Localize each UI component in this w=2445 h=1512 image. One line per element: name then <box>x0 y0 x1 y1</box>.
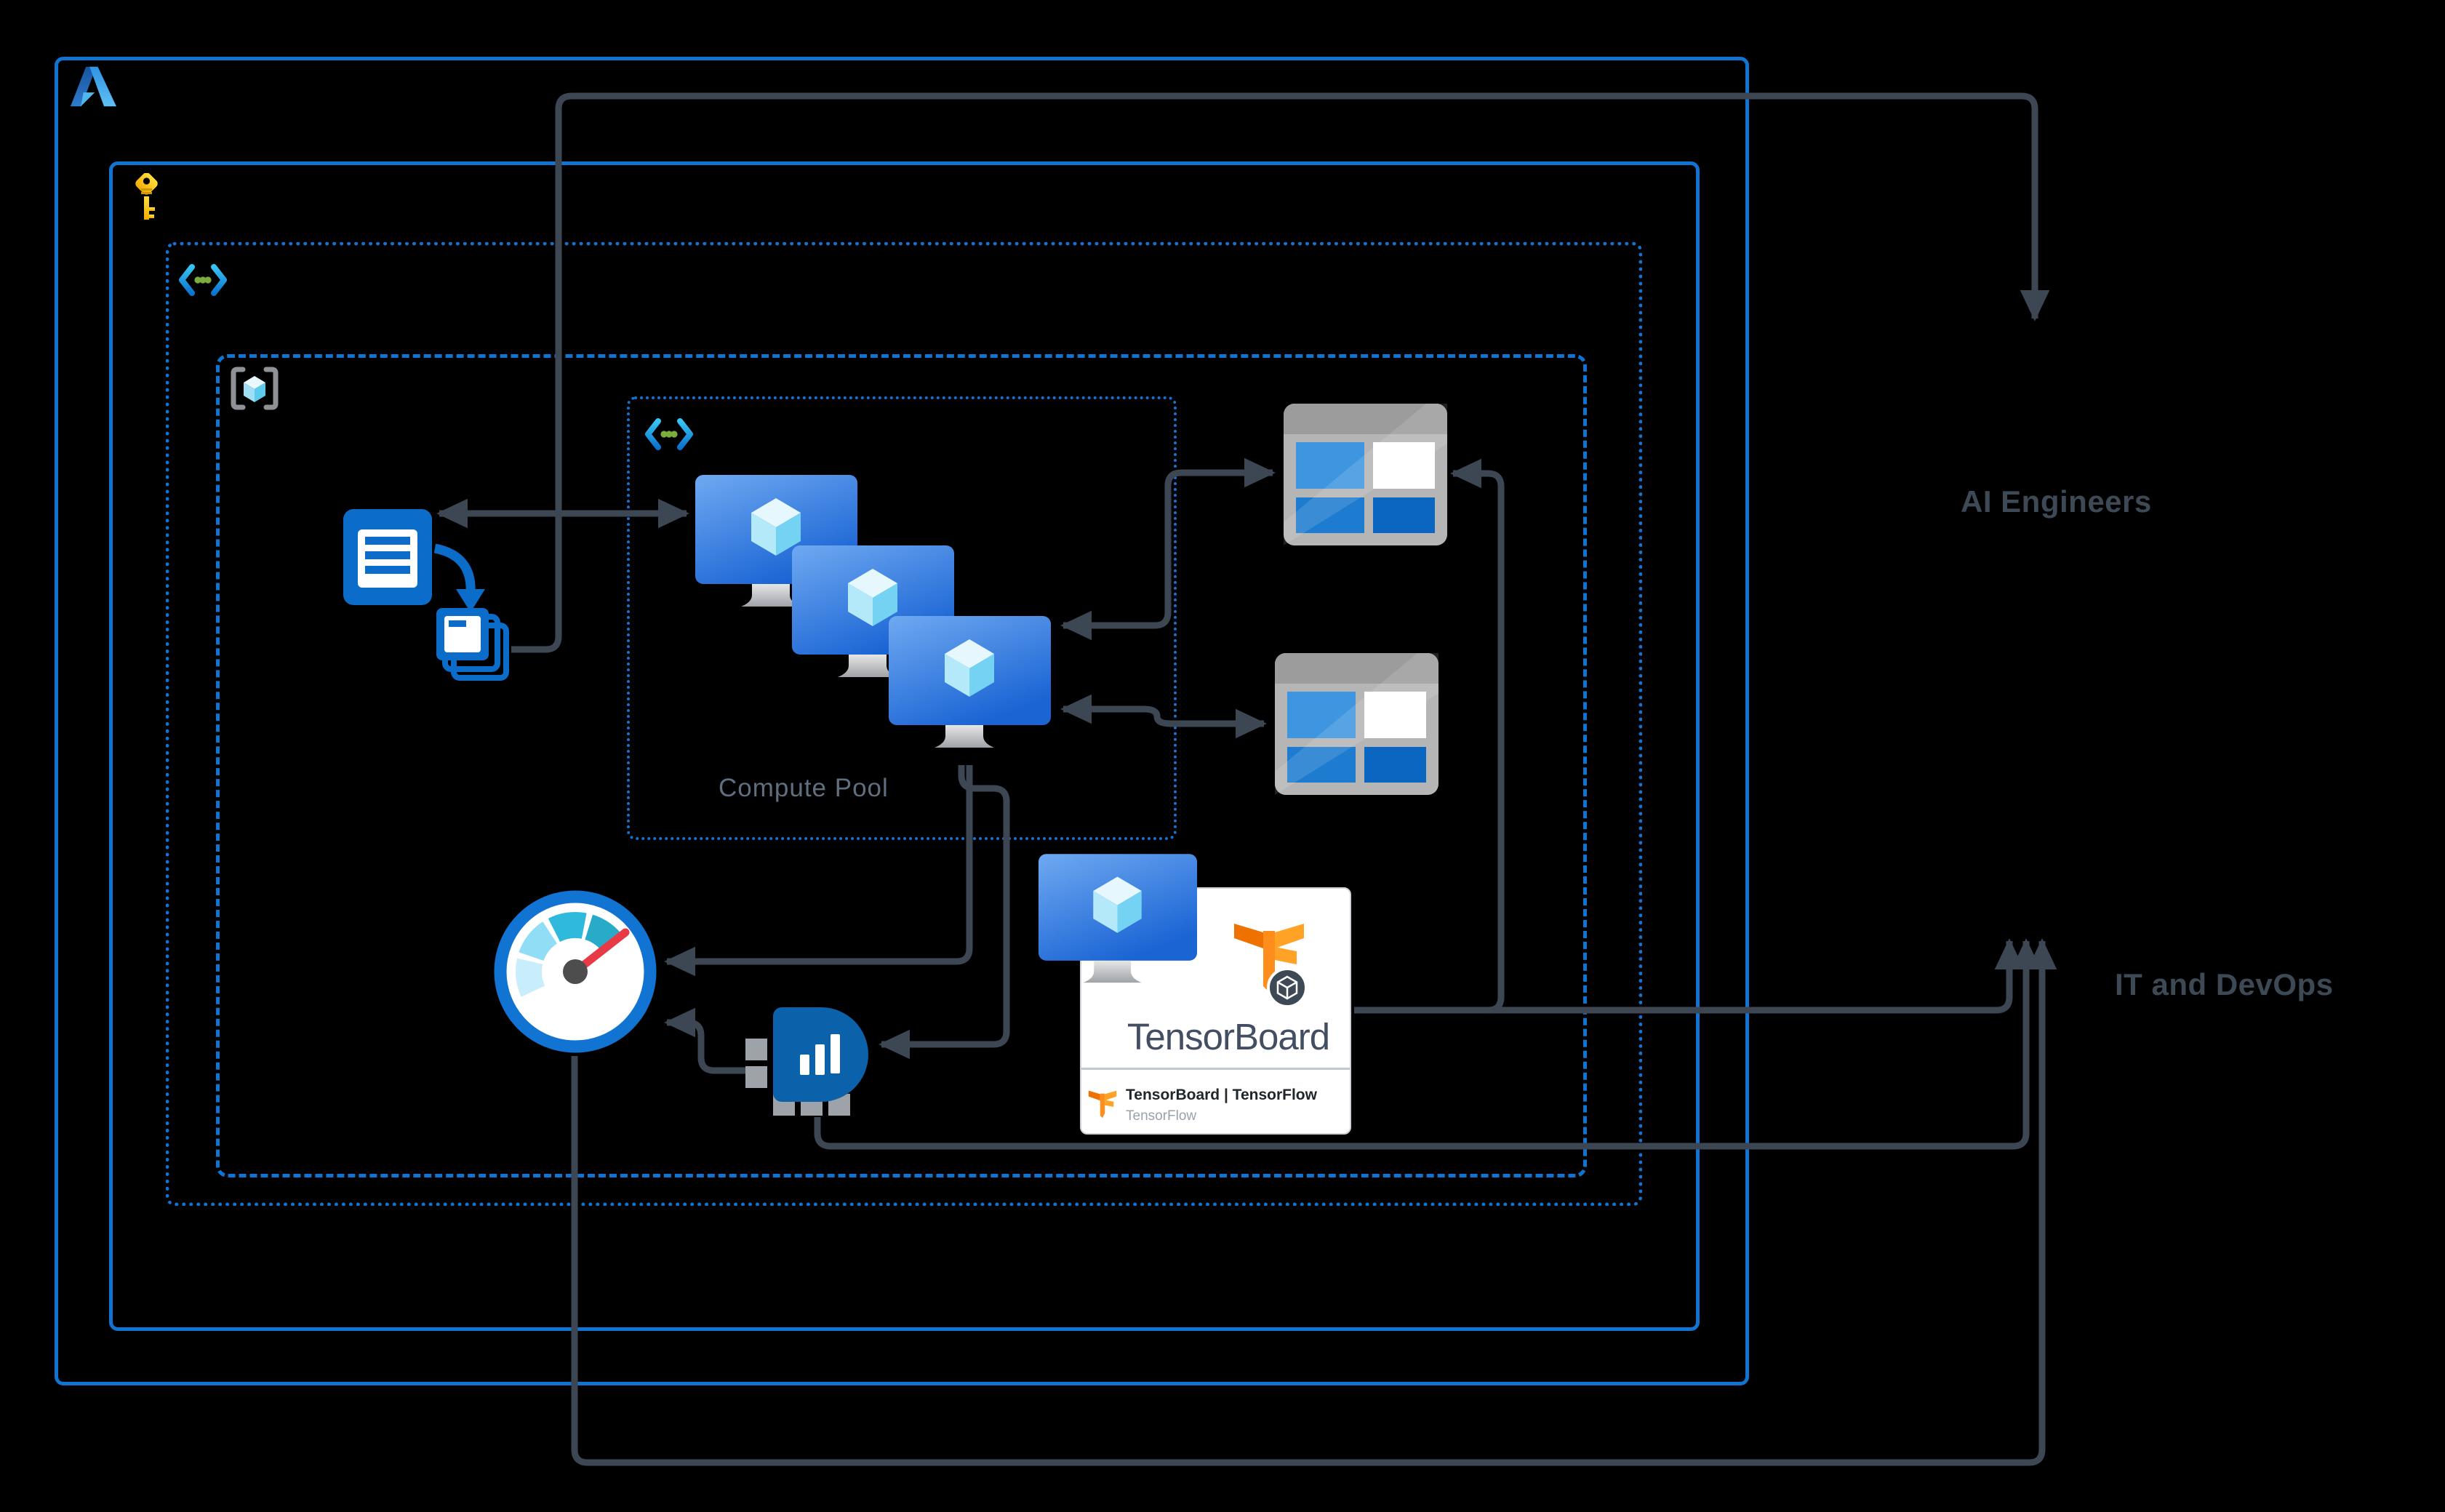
card-divider <box>1081 1068 1350 1070</box>
stacked-jobs-icon <box>436 608 509 681</box>
metrics-icon <box>745 1007 868 1116</box>
devops-boundary <box>166 242 1642 1206</box>
subscription-boundary <box>109 161 1700 1331</box>
model-badge-icon <box>1267 967 1308 1008</box>
it-devops-label: IT and DevOps <box>2115 967 2334 1001</box>
azure-logo <box>70 66 116 107</box>
vm-icon <box>888 615 1052 761</box>
tensorboard-title: TensorBoard <box>1127 1016 1330 1057</box>
gauge-icon <box>494 890 657 1053</box>
code-brackets-icon <box>643 416 695 452</box>
vm-icon <box>1038 853 1198 996</box>
azure-tenant-boundary <box>55 57 1749 1385</box>
environment-boundary <box>216 354 1587 1177</box>
compute-pool-label: Compute Pool <box>719 774 889 802</box>
container-cube-icon <box>231 367 279 410</box>
card-caption-title: TensorBoard | TensorFlow <box>1126 1087 1317 1103</box>
dashboard-icon <box>1275 653 1438 795</box>
card-caption-subtitle: TensorFlow <box>1126 1108 1197 1124</box>
tensorflow-logo <box>1088 1084 1117 1119</box>
key-icon <box>135 173 158 220</box>
ai-engineers-label: AI Engineers <box>1961 484 2152 519</box>
batch-list-icon <box>343 509 509 681</box>
dashboard-icon <box>1284 404 1447 545</box>
code-brackets-icon <box>177 262 229 298</box>
